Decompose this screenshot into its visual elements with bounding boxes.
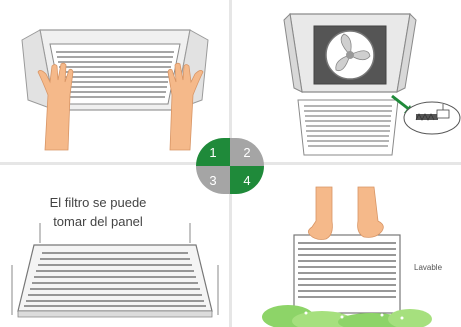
hands-icon — [308, 187, 383, 240]
step-4-illustration — [232, 165, 461, 327]
step-badge-4: 4 — [230, 166, 264, 194]
step-badge-1: 1 — [196, 138, 230, 166]
step-badge-2: 2 — [230, 138, 264, 166]
washable-label: Lavable — [414, 263, 442, 272]
step-badge-3: 3 — [196, 166, 230, 194]
step-2-panel — [232, 0, 461, 162]
step-3-illustration — [0, 165, 229, 327]
step-badges: 1 2 3 4 — [196, 138, 264, 194]
fan-icon — [326, 31, 374, 79]
step-2-illustration — [232, 0, 461, 162]
step-4-panel: Lavable — [232, 165, 461, 327]
vacuum-icon — [404, 102, 460, 134]
step-1-panel — [0, 0, 229, 162]
step-3-panel: El filtro se puede tomar del panel — [0, 165, 229, 327]
step-1-illustration — [0, 0, 229, 162]
